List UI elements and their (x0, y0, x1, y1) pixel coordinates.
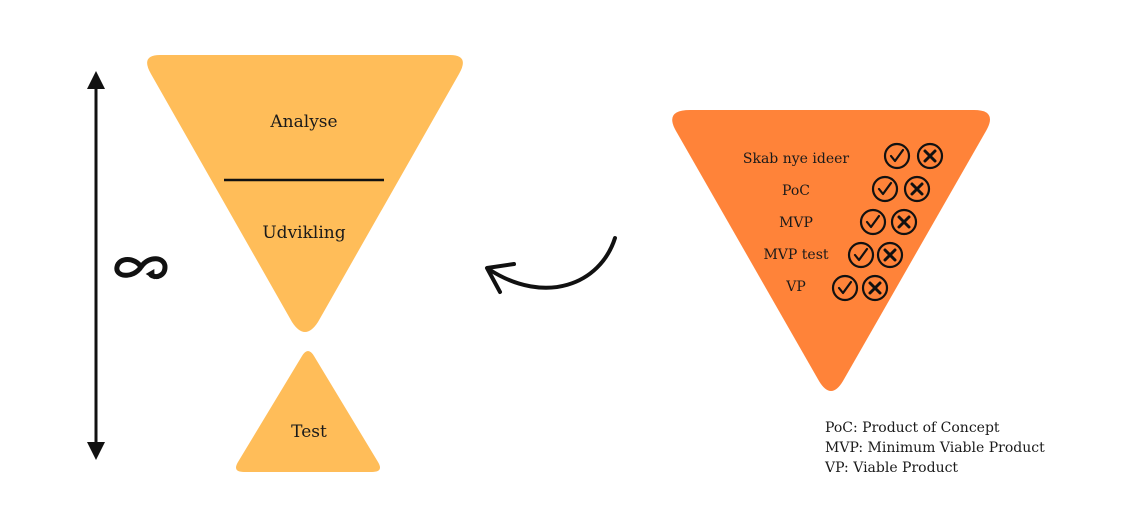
step-label: Skab nye ideer (743, 151, 850, 167)
test-label: Test (291, 422, 327, 442)
check-circle-icon (847, 241, 875, 269)
step-row: Skab nye ideer (743, 142, 944, 170)
legend-item-mvp: MVP: Minimum Viable Product (825, 440, 1045, 456)
infinity-loop-icon (114, 256, 168, 280)
step-label: PoC (782, 183, 810, 199)
idea-process-funnel (672, 110, 990, 391)
x-circle-icon (890, 208, 918, 236)
test-triangle (236, 351, 380, 472)
step-label: MVP (779, 215, 813, 231)
step-row: MVP (779, 208, 918, 236)
legend-item-poc: PoC: Product of Concept (825, 420, 1000, 436)
x-circle-icon (861, 274, 889, 302)
x-circle-icon (876, 241, 904, 269)
legend-item-vp: VP: Viable Product (825, 460, 959, 476)
step-row: PoC (782, 175, 931, 203)
step-label: VP (785, 279, 806, 295)
check-circle-icon (871, 175, 899, 203)
x-circle-icon (903, 175, 931, 203)
check-circle-icon (831, 274, 859, 302)
udvikling-label: Udvikling (262, 223, 345, 243)
curved-arrow-icon (485, 236, 617, 294)
step-row: MVP test (763, 241, 904, 269)
analyse-label: Analyse (269, 112, 337, 132)
step-row: VP (785, 274, 889, 302)
x-circle-icon (916, 142, 944, 170)
analysis-development-funnel (147, 55, 463, 332)
double-arrow-icon (87, 71, 105, 460)
abbreviation-legend: PoC: Product of Concept MVP: Minimum Via… (825, 418, 1045, 478)
check-circle-icon (883, 142, 911, 170)
check-circle-icon (859, 208, 887, 236)
step-label: MVP test (763, 247, 828, 263)
